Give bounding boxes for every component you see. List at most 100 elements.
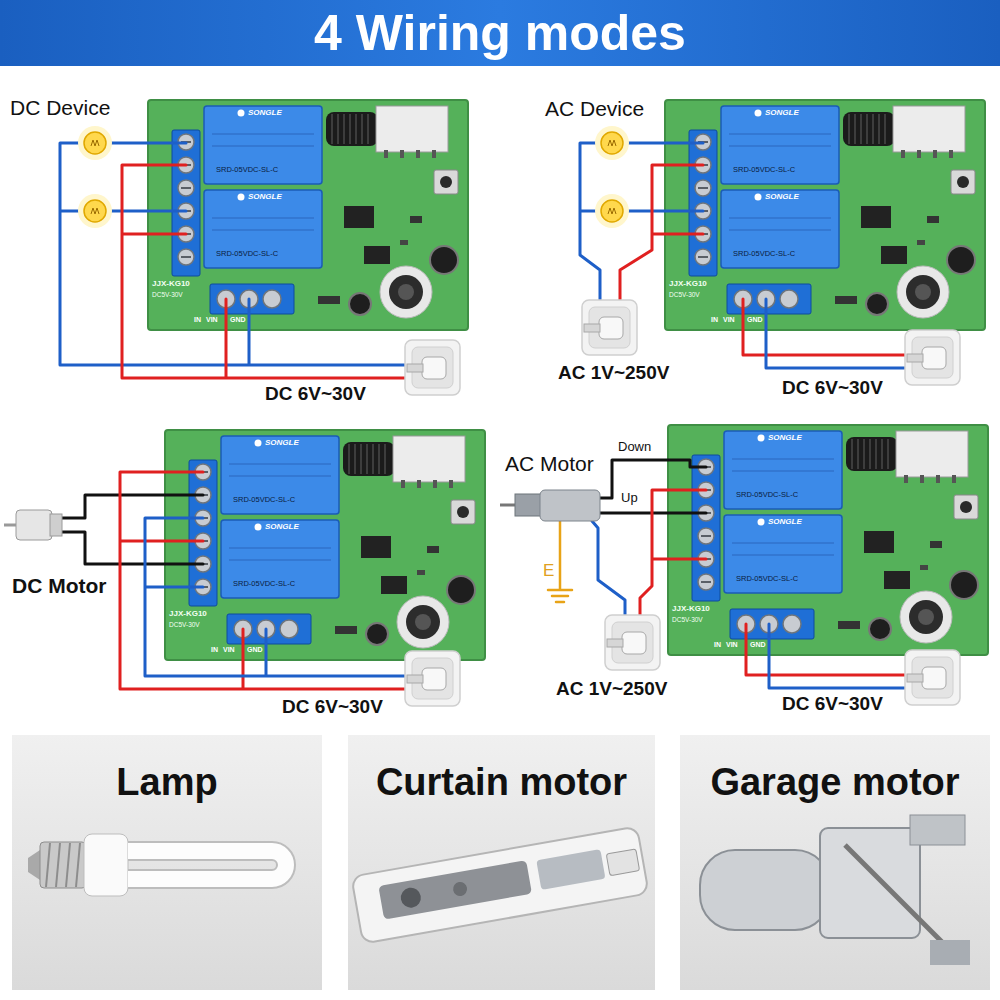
- garage-motor-picture: [820, 828, 920, 938]
- device-label: AC Device: [545, 97, 644, 120]
- pin-name: GND: [230, 316, 246, 324]
- product-card: Curtain motor: [348, 735, 655, 990]
- wire: [769, 624, 910, 688]
- bulb-icon: [595, 194, 629, 228]
- wire: [62, 495, 203, 564]
- relay-model: SRD-05VDC-SL-C: [216, 250, 278, 258]
- board-rating: DC5V-30V: [672, 616, 703, 623]
- relay-board: [668, 425, 988, 655]
- board-rating: DC5V-30V: [669, 291, 700, 298]
- voltage-label: DC 6V~30V: [782, 694, 883, 715]
- lamp-picture: [76, 843, 80, 887]
- wire: [120, 472, 410, 689]
- relay-board: [665, 100, 985, 330]
- wire: [60, 143, 910, 689]
- device-label: DC Device: [10, 96, 110, 119]
- lamp-picture: [56, 843, 60, 887]
- relay-model: SRD-05VDC-SL-C: [736, 491, 798, 499]
- voltage-label: DC 6V~30V: [265, 384, 366, 405]
- garage-motor-picture: [700, 850, 830, 930]
- relay-brand: SONGLE: [765, 193, 799, 202]
- product-card-ground: [12, 735, 322, 990]
- pin-name: VIN: [206, 316, 218, 324]
- relay-board: [165, 430, 485, 660]
- dc-motor-symbol: [50, 514, 62, 536]
- product-card: Garage motor: [680, 735, 990, 990]
- lamp-picture: [28, 850, 40, 880]
- relay-board: [148, 100, 468, 330]
- relay-model: SRD-05VDC-SL-C: [233, 496, 295, 504]
- lamp-picture: [46, 843, 80, 887]
- direction-label: Up: [621, 491, 638, 505]
- wire: [122, 165, 410, 378]
- ac-motor-symbol: [500, 490, 600, 521]
- garage-motor-picture: [930, 940, 970, 965]
- wire: [580, 143, 703, 300]
- lamp-picture: [46, 843, 50, 887]
- curtain-motor-picture: [452, 881, 468, 897]
- ac-motor-symbol: [515, 494, 543, 516]
- card-title: Garage motor: [710, 761, 959, 804]
- voltage-label: AC 1V~250V: [556, 679, 667, 700]
- curtain-motor-picture: [536, 849, 605, 890]
- board-model: JJX-KG10: [169, 610, 207, 619]
- pin-name: VIN: [726, 641, 738, 649]
- product-card-ground: [12, 735, 990, 990]
- pin-name: GND: [247, 646, 263, 654]
- relay-model: SRD-05VDC-SL-C: [733, 250, 795, 258]
- curtain-motor-picture: [351, 826, 648, 943]
- direction-label: Down: [618, 440, 651, 454]
- bulb-icon: [78, 126, 112, 160]
- relay-model: SRD-05VDC-SL-C: [733, 166, 795, 174]
- wire: [145, 518, 410, 676]
- device-label: DC Motor: [12, 574, 106, 597]
- pin-name: VIN: [723, 316, 735, 324]
- ac-motor-symbol: [540, 490, 600, 521]
- relay-brand: SONGLE: [248, 193, 282, 202]
- power-plug: [405, 651, 460, 706]
- bulb-icon: [595, 126, 629, 160]
- pin-name: IN: [194, 316, 201, 324]
- pin-name: IN: [714, 641, 721, 649]
- wire: [60, 143, 410, 365]
- lamp-picture: [28, 834, 286, 896]
- board-model: JJX-KG10: [672, 605, 710, 614]
- lamp-picture: [66, 843, 70, 887]
- relay-model: SRD-05VDC-SL-C: [736, 575, 798, 583]
- product-card-ground: [680, 735, 990, 990]
- pin-name: GND: [750, 641, 766, 649]
- power-plug: [905, 650, 960, 705]
- pin-name: IN: [211, 646, 218, 654]
- relay-model: SRD-05VDC-SL-C: [233, 580, 295, 588]
- lamp-picture: [84, 834, 128, 896]
- curtain-motor-picture: [351, 826, 648, 943]
- earth-label: E: [543, 562, 554, 581]
- device-label: AC Motor: [505, 452, 594, 475]
- dc-motor-symbol: [4, 510, 62, 540]
- lamp-picture: [40, 842, 86, 888]
- voltage-label: AC 1V~250V: [558, 363, 669, 384]
- title-text: 4 Wiring modes: [314, 0, 686, 66]
- garage-motor-picture: [845, 845, 955, 955]
- power-plug: [582, 300, 637, 355]
- bulb-icon: [78, 194, 112, 228]
- pin-name: IN: [711, 316, 718, 324]
- garage-motor-picture: [910, 815, 965, 845]
- card-title: Lamp: [116, 761, 217, 804]
- card-title: Curtain motor: [376, 761, 627, 804]
- product-card: Lamp: [12, 735, 322, 990]
- power-plug: [605, 615, 660, 670]
- voltage-label: DC 6V~30V: [282, 697, 383, 718]
- relay-brand: SONGLE: [765, 109, 799, 118]
- pin-name: VIN: [223, 646, 235, 654]
- relay-brand: SONGLE: [768, 518, 802, 527]
- dc-motor-symbol: [4, 524, 16, 527]
- relay-model: SRD-05VDC-SL-C: [216, 166, 278, 174]
- garage-motor-picture: [700, 815, 970, 965]
- pin-name: GND: [747, 316, 763, 324]
- voltage-label: DC 6V~30V: [782, 378, 883, 399]
- board-model: JJX-KG10: [669, 280, 707, 289]
- lamp-picture: [128, 851, 286, 879]
